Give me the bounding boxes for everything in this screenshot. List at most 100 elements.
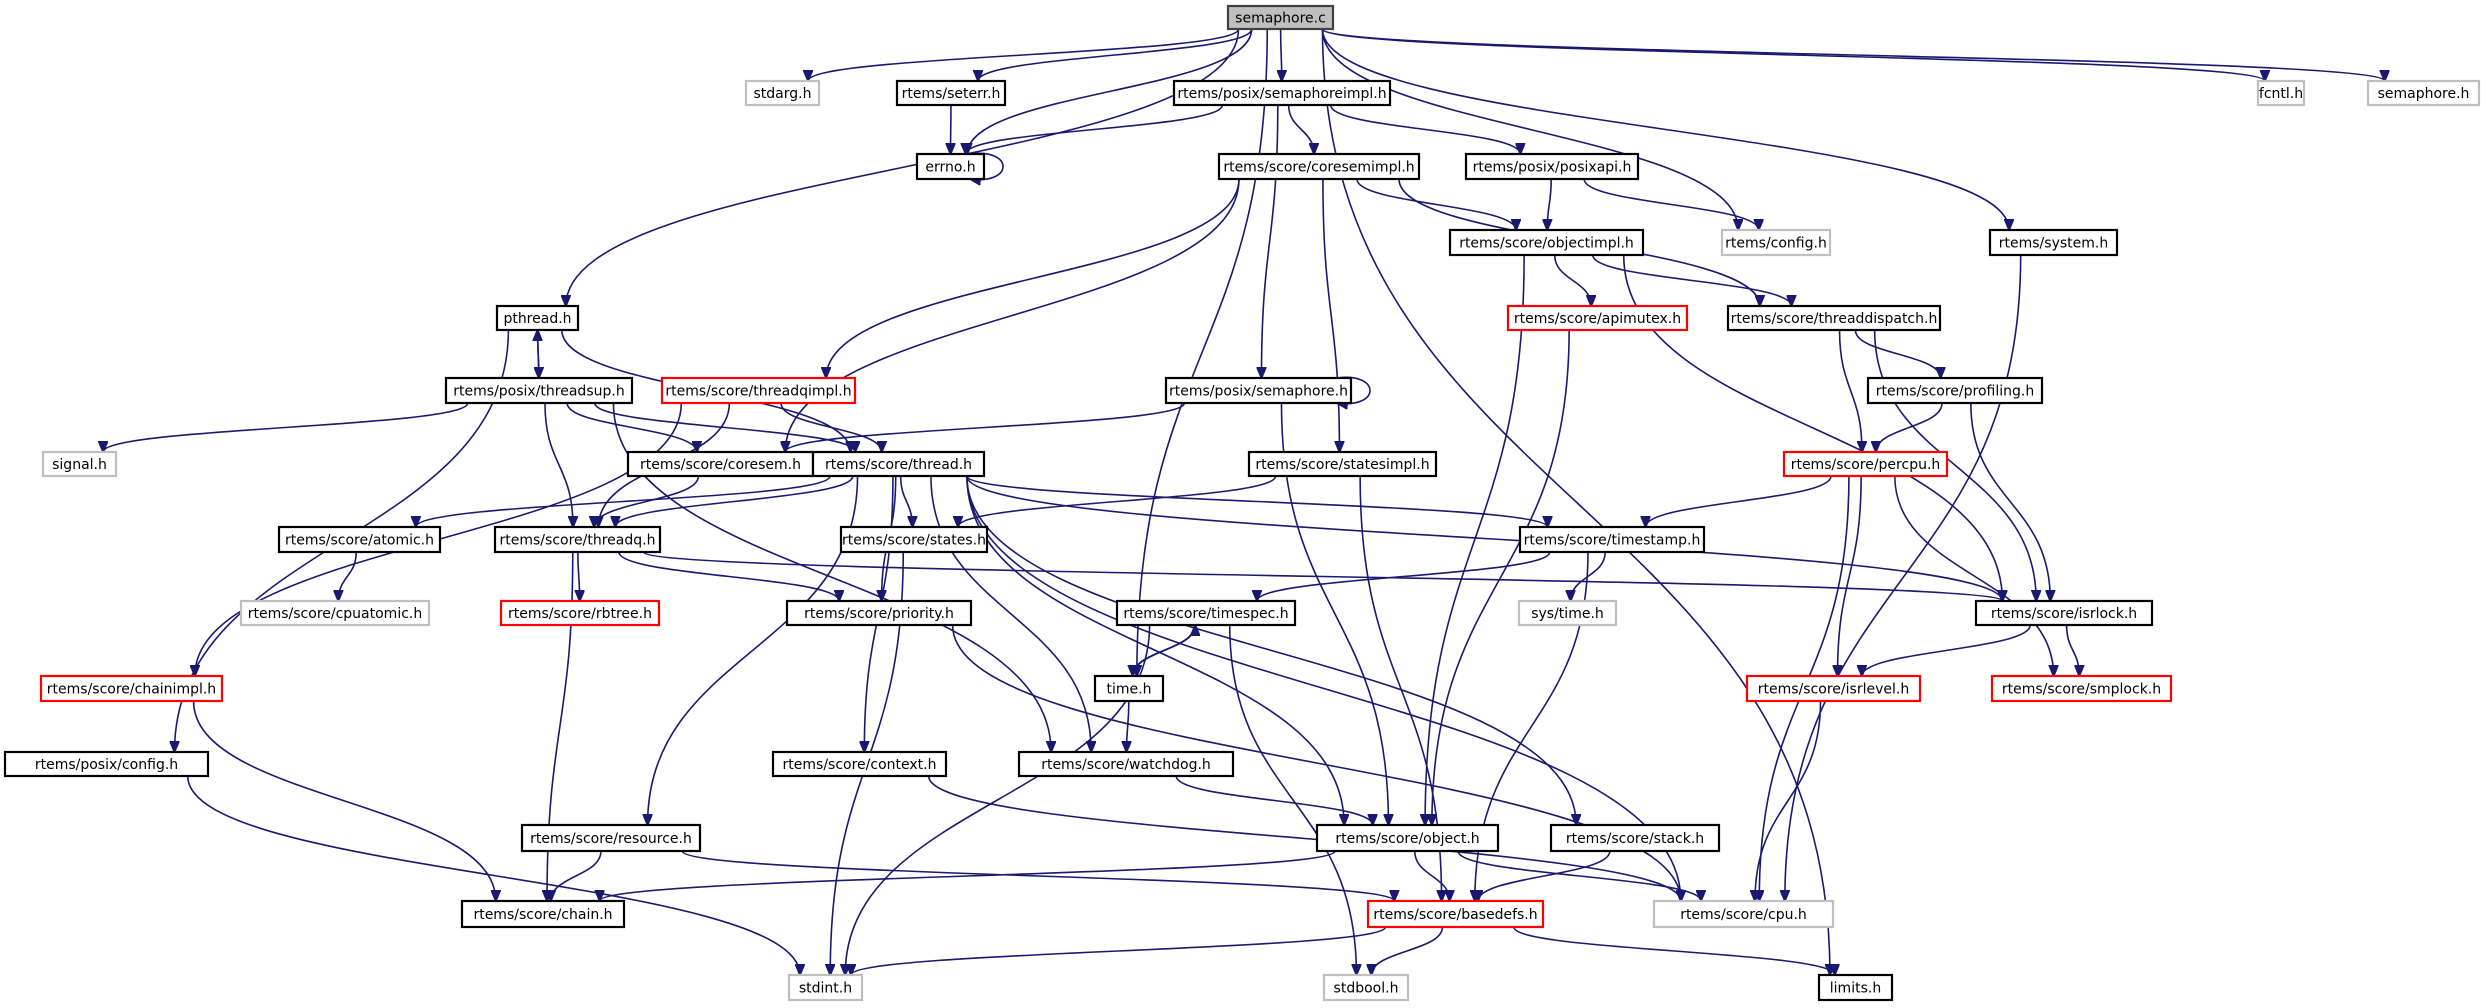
node-config[interactable]: rtems/config.h [1720,228,1832,257]
node-box[interactable] [2256,79,2306,107]
node-box[interactable] [1866,376,2044,405]
node-box[interactable] [1506,304,1689,332]
node-isrlock[interactable]: rtems/score/isrlock.h [1974,599,2154,627]
node-box[interactable] [1464,152,1640,181]
node-box[interactable] [626,450,815,478]
node-time[interactable]: time.h [1093,674,1165,703]
node-limits[interactable]: limits.h [1817,973,1894,1002]
node-box[interactable] [915,152,986,181]
node-semaphore-h[interactable]: semaphore.h [2366,79,2481,107]
node-threadsup[interactable]: rtems/posix/threadsup.h [444,376,634,405]
node-box[interactable] [1745,674,1922,703]
node-objectimpl[interactable]: rtems/score/objectimpl.h [1448,228,1645,257]
node-basedefs[interactable]: rtems/score/basedefs.h [1366,899,1545,929]
node-atomic[interactable]: rtems/score/atomic.h [277,525,442,554]
node-cpu[interactable]: rtems/score/cpu.h [1652,899,1835,929]
node-box[interactable] [1990,674,2173,703]
node-box[interactable] [1247,450,1438,478]
node-context[interactable]: rtems/score/context.h [771,750,948,778]
node-box[interactable] [495,304,580,332]
node-posix-semaphore[interactable]: rtems/posix/semaphore.h [1164,376,1353,405]
node-box[interactable] [811,450,986,478]
node-box[interactable] [1315,823,1500,853]
node-box[interactable] [771,750,948,778]
node-box[interactable] [1115,599,1297,627]
node-stdarg[interactable]: stdarg.h [744,79,821,107]
node-box[interactable] [1448,228,1645,257]
node-box[interactable] [1974,599,2154,627]
node-timespec[interactable]: rtems/score/timespec.h [1115,599,1297,627]
node-box[interactable] [1782,450,1949,478]
node-box[interactable] [895,79,1007,107]
node-chain[interactable]: rtems/score/chain.h [460,899,626,929]
node-pthread[interactable]: pthread.h [495,304,580,332]
node-resource[interactable]: rtems/score/resource.h [520,823,702,853]
node-box[interactable] [1652,899,1835,929]
node-box[interactable] [2366,79,2481,107]
node-box[interactable] [1517,599,1618,627]
node-posixapi[interactable]: rtems/posix/posixapi.h [1464,152,1640,181]
node-apimutex[interactable]: rtems/score/apimutex.h [1506,304,1689,332]
node-box[interactable] [1720,228,1832,257]
node-box[interactable] [744,79,821,107]
node-box[interactable] [785,599,973,627]
node-stdint[interactable]: stdint.h [787,973,864,1002]
node-box[interactable] [839,525,989,554]
node-semaphore-c[interactable]: semaphore.c [1226,4,1335,31]
node-box[interactable] [39,674,224,703]
node-system[interactable]: rtems/system.h [1988,228,2119,257]
node-box[interactable] [3,750,210,778]
node-percpu[interactable]: rtems/score/percpu.h [1782,450,1949,478]
node-fcntl[interactable]: fcntl.h [2256,79,2306,107]
node-cpuatomic[interactable]: rtems/score/cpuatomic.h [239,599,431,627]
node-box[interactable] [1164,376,1353,405]
node-box[interactable] [277,525,442,554]
node-semaphoreimpl[interactable]: rtems/posix/semaphoreimpl.h [1172,79,1392,107]
node-posix-config[interactable]: rtems/posix/config.h [3,750,210,778]
node-signal[interactable]: signal.h [41,450,118,478]
node-threadqimpl[interactable]: rtems/score/threadqimpl.h [660,376,857,405]
node-coresemimpl[interactable]: rtems/score/coresemimpl.h [1217,152,1421,181]
node-box[interactable] [1226,4,1335,31]
node-box[interactable] [1366,899,1545,929]
node-thread[interactable]: rtems/score/thread.h [811,450,986,478]
node-box[interactable] [520,823,702,853]
node-box[interactable] [1172,79,1392,107]
node-box[interactable] [1549,823,1721,853]
node-box[interactable] [1817,973,1894,1002]
node-coresem[interactable]: rtems/score/coresem.h [626,450,815,478]
node-states[interactable]: rtems/score/states.h [839,525,989,554]
node-box[interactable] [499,599,661,627]
node-box[interactable] [239,599,431,627]
node-isrlevel[interactable]: rtems/score/isrlevel.h [1745,674,1922,703]
node-profiling[interactable]: rtems/score/profiling.h [1866,376,2044,405]
node-box[interactable] [41,450,118,478]
node-box[interactable] [1093,674,1165,703]
node-box[interactable] [660,376,857,405]
node-watchdog[interactable]: rtems/score/watchdog.h [1017,750,1235,778]
node-seterr[interactable]: rtems/seterr.h [895,79,1007,107]
node-box[interactable] [787,973,864,1002]
node-box[interactable] [1988,228,2119,257]
node-box[interactable] [493,525,662,554]
node-box[interactable] [1726,304,1942,332]
node-rbtree[interactable]: rtems/score/rbtree.h [499,599,661,627]
node-box[interactable] [1322,973,1410,1002]
node-box[interactable] [460,899,626,929]
node-stack[interactable]: rtems/score/stack.h [1549,823,1721,853]
node-object[interactable]: rtems/score/object.h [1315,823,1500,853]
node-box[interactable] [1217,152,1421,181]
node-smplock[interactable]: rtems/score/smplock.h [1990,674,2173,703]
node-box[interactable] [444,376,634,405]
node-priority[interactable]: rtems/score/priority.h [785,599,973,627]
node-box[interactable] [1518,525,1706,554]
node-timestamp[interactable]: rtems/score/timestamp.h [1518,525,1706,554]
node-threadq[interactable]: rtems/score/threadq.h [493,525,662,554]
node-chainimpl[interactable]: rtems/score/chainimpl.h [39,674,224,703]
node-threaddispatch[interactable]: rtems/score/threaddispatch.h [1726,304,1942,332]
node-errno[interactable]: errno.h [915,152,986,181]
node-stdbool[interactable]: stdbool.h [1322,973,1410,1002]
node-box[interactable] [1017,750,1235,778]
node-systime[interactable]: sys/time.h [1517,599,1618,627]
node-statesimpl[interactable]: rtems/score/statesimpl.h [1247,450,1438,478]
